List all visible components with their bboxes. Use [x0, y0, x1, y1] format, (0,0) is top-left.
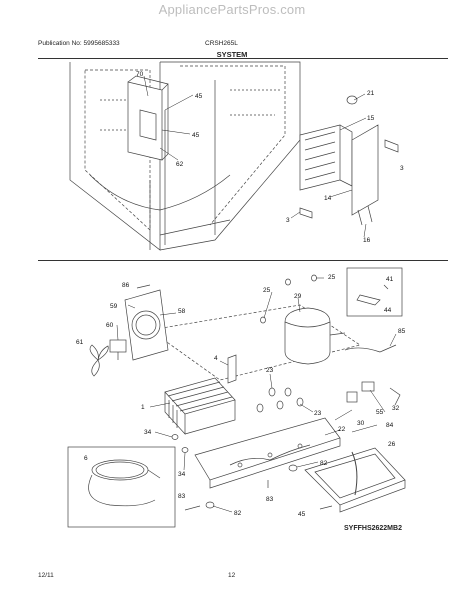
callout-84: 84	[386, 422, 394, 429]
grommet-82b	[205, 501, 215, 509]
start-device-55	[361, 381, 375, 392]
fan-blade-61	[89, 344, 109, 377]
drain-wire	[357, 205, 373, 226]
callout-14: 14	[324, 195, 332, 202]
model-number: CRSH265L	[205, 40, 238, 47]
callout-70: 70	[136, 71, 144, 78]
callout-82b: 82	[234, 510, 242, 517]
evaporator-housing	[127, 75, 169, 161]
grommet-34b	[181, 447, 189, 453]
base-plate-22	[194, 417, 341, 489]
fan-bracket-59	[124, 289, 169, 361]
callout-34b: 34	[178, 471, 186, 478]
clip-3b	[299, 207, 313, 219]
callout-16: 16	[363, 237, 371, 244]
callout-26: 26	[388, 441, 396, 448]
callout-41: 41	[386, 276, 394, 283]
callout-30: 30	[357, 420, 365, 427]
condenser-coil-1	[164, 377, 236, 435]
grommet-82a	[288, 464, 298, 472]
callout-3b: 3	[286, 217, 290, 224]
callout-59: 59	[110, 303, 118, 310]
callout-21: 21	[367, 90, 375, 97]
callout-45c: 45	[298, 511, 306, 518]
callout-45a: 45	[195, 93, 203, 100]
callout-32: 32	[392, 405, 400, 412]
grommet-23c	[296, 397, 304, 407]
callout-25b: 25	[328, 274, 336, 281]
callout-62: 62	[176, 161, 184, 168]
diagram-code: SYFFHS2622MB2	[344, 525, 402, 532]
section-divider	[38, 260, 448, 261]
section-title: SYSTEM	[216, 50, 248, 59]
condenser-coil-upper	[299, 124, 353, 191]
compressor-29	[284, 307, 346, 365]
footer-date: 12/11	[38, 572, 54, 579]
callout-85: 85	[398, 328, 406, 335]
screw-83a	[184, 505, 201, 511]
publication-number: Publication No: 5995685333	[38, 40, 120, 47]
clip-3a	[384, 139, 399, 153]
cabinet-drawing	[69, 61, 301, 251]
callout-83a: 83	[178, 493, 186, 500]
fan-shroud-bracket	[351, 124, 379, 216]
callout-15: 15	[367, 115, 375, 122]
deck-outline	[149, 304, 361, 381]
bolt-25b	[285, 278, 291, 286]
callout-23a: 23	[266, 367, 274, 374]
callout-1: 1	[141, 404, 145, 411]
callout-55: 55	[376, 409, 384, 416]
drain-pan-26	[304, 447, 406, 513]
grommet-23a	[256, 403, 264, 413]
callout-4: 4	[214, 355, 218, 362]
grommet-23b	[276, 400, 284, 410]
partition-4	[227, 354, 237, 384]
screw-86	[136, 284, 151, 289]
callout-3a: 3	[400, 165, 404, 172]
relay-30	[346, 391, 358, 403]
harness-85	[344, 344, 397, 353]
callout-25a: 25	[263, 287, 271, 294]
callout-22: 22	[338, 426, 346, 433]
callout-82a: 82	[320, 460, 328, 467]
grommet-21	[346, 95, 358, 105]
grommet-23e	[284, 387, 292, 397]
relay-overload-41-44	[346, 267, 403, 317]
callout-61: 61	[76, 339, 84, 346]
page-number: 12	[228, 572, 236, 579]
cover-32	[389, 387, 401, 406]
callout-29: 29	[294, 293, 302, 300]
callout-86: 86	[122, 282, 130, 289]
callout-60: 60	[106, 322, 114, 329]
callout-83b: 83	[266, 496, 274, 503]
callout-23b: 23	[314, 410, 322, 417]
power-cord-box	[67, 446, 176, 528]
callout-34a: 34	[144, 429, 152, 436]
grommet-23d	[268, 387, 276, 397]
callout-6: 6	[84, 455, 88, 462]
callout-45b: 45	[192, 132, 200, 139]
header-rule	[38, 58, 448, 59]
callout-58: 58	[178, 308, 186, 315]
site-watermark: AppliancePartsPros.com	[158, 2, 306, 17]
screw-45c	[319, 505, 333, 510]
fan-motor-60	[109, 339, 127, 360]
bolt-25c	[311, 274, 317, 282]
callout-44: 44	[384, 307, 392, 314]
grommet-34a	[171, 434, 179, 440]
bolt-25a	[260, 316, 266, 324]
